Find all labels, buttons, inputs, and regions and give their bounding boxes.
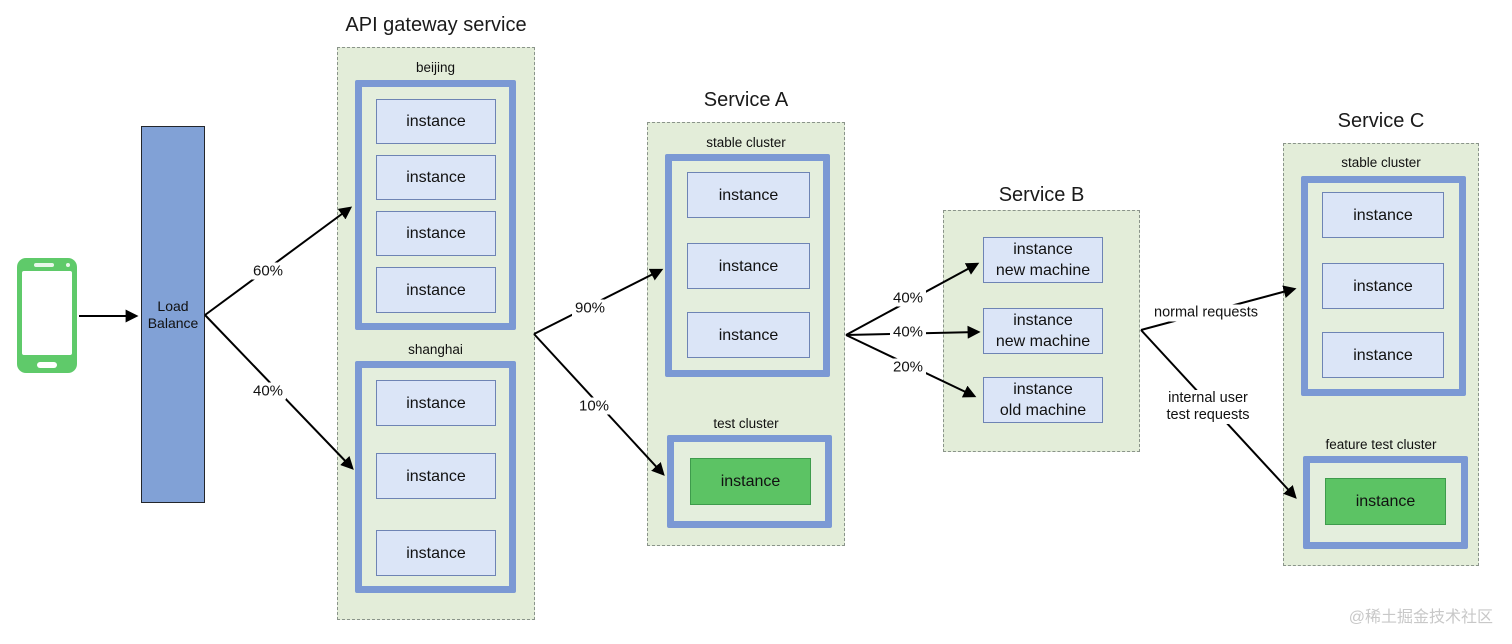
- service-c-instance: instance: [1322, 332, 1444, 378]
- edge-label-10pct: 10%: [575, 397, 613, 415]
- service-a-instance: instance: [687, 312, 810, 358]
- beijing-cluster-label: beijing: [415, 60, 456, 75]
- edge-label-normal-requests: normal requests: [1151, 304, 1261, 322]
- gateway-beijing-instance: instance: [376, 99, 496, 144]
- edge-label-40pct: 40%: [249, 382, 287, 400]
- edge-label-20pct: 20%: [889, 358, 927, 376]
- service-b-instance-new-machine: instance new machine: [983, 308, 1103, 354]
- service-c-instance: instance: [1322, 192, 1444, 238]
- phone-speaker: [34, 263, 54, 267]
- edge-label-60pct: 60%: [249, 262, 287, 280]
- service-c-title: Service C: [1337, 110, 1425, 132]
- phone-camera: [66, 263, 70, 267]
- edge-label-40pct-mid: 40%: [889, 323, 927, 341]
- gateway-shanghai-instance: instance: [376, 380, 496, 426]
- service-a-instance: instance: [687, 172, 810, 218]
- edge-label-90pct: 90%: [571, 299, 609, 317]
- service-a-stable-label: stable cluster: [706, 135, 786, 150]
- service-c-feature-test-label: feature test cluster: [1325, 437, 1437, 452]
- arrow-lb-to-beijing: [204, 206, 353, 316]
- service-a-instance: instance: [687, 243, 810, 289]
- gateway-title: API gateway service: [345, 14, 527, 36]
- watermark: @稀土掘金技术社区: [1348, 609, 1493, 626]
- edge-label-40pct-top: 40%: [889, 289, 927, 307]
- service-b-title: Service B: [998, 184, 1085, 206]
- service-c-test-instance: instance: [1325, 478, 1446, 525]
- edge-label-internal-user-test-requests: internal user test requests: [1157, 390, 1259, 424]
- load-balancer-label: Load Balance: [147, 297, 199, 331]
- phone-screen: [22, 271, 72, 355]
- service-a-title: Service A: [703, 89, 789, 111]
- gateway-shanghai-instance: instance: [376, 530, 496, 576]
- gateway-beijing-instance: instance: [376, 211, 496, 256]
- shanghai-cluster-label: shanghai: [408, 342, 463, 357]
- gateway-beijing-instance: instance: [376, 155, 496, 200]
- load-balancer-box: Load Balance: [141, 126, 205, 503]
- service-a-test-instance: instance: [690, 458, 811, 505]
- service-c-stable-label: stable cluster: [1341, 155, 1421, 170]
- service-a-test-label: test cluster: [713, 416, 779, 431]
- service-b-instance-old-machine: instance old machine: [983, 377, 1103, 423]
- smartphone-icon: [17, 258, 77, 373]
- gateway-beijing-instance: instance: [376, 267, 496, 313]
- gateway-shanghai-instance: instance: [376, 453, 496, 499]
- phone-home-button: [37, 362, 57, 368]
- service-b-instance-new-machine: instance new machine: [983, 237, 1103, 283]
- service-c-instance: instance: [1322, 263, 1444, 309]
